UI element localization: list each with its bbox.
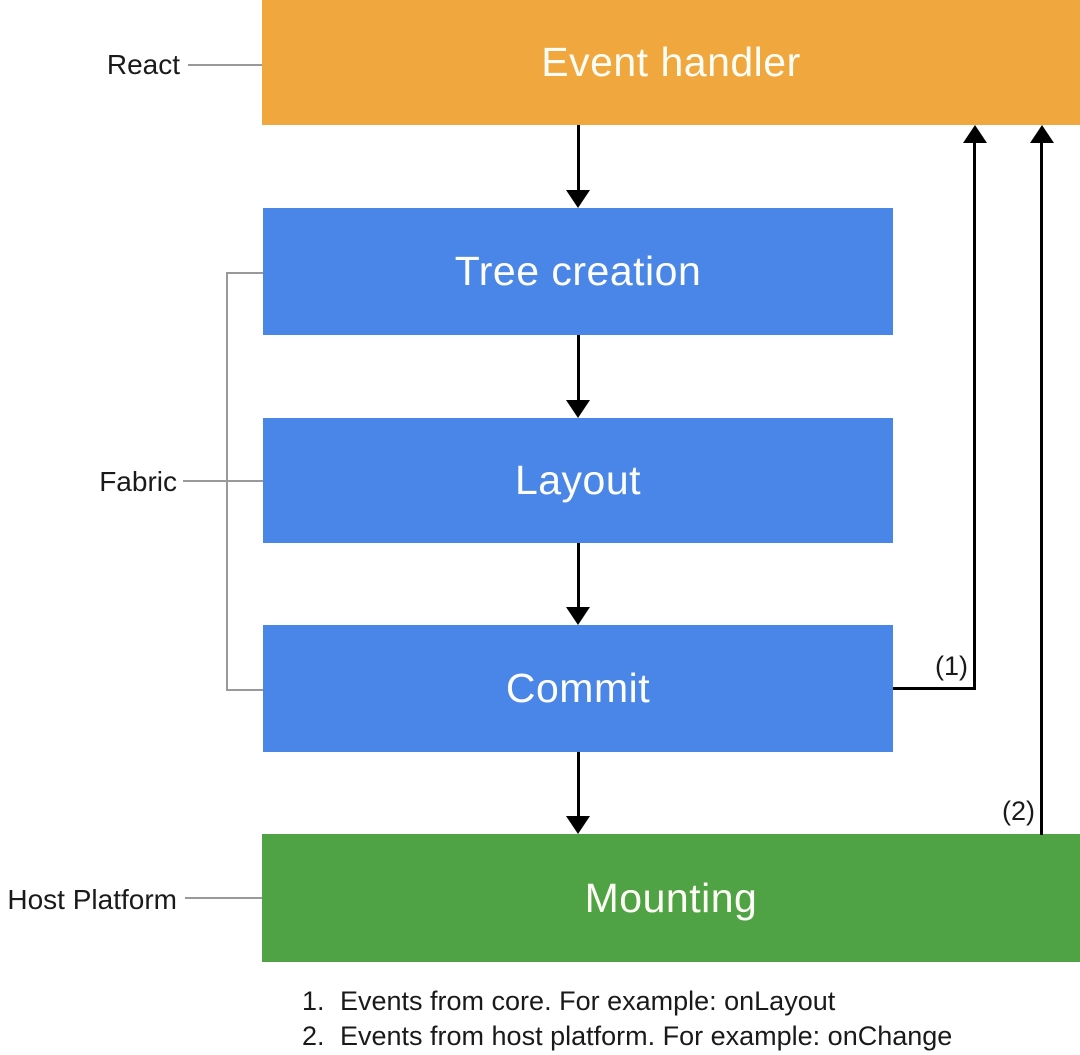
arrow-up-head-1-icon <box>963 125 987 143</box>
arrow-down-head-4-icon <box>566 816 590 834</box>
tree-creation-box: Tree creation <box>263 208 893 335</box>
footnote-2: 2. Events from host platform. For exampl… <box>302 1019 952 1054</box>
arrow-layout-to-commit-line <box>577 543 580 609</box>
mounting-box: Mounting <box>262 834 1080 962</box>
event-handler-label: Event handler <box>541 39 801 85</box>
event-handler-box: Event handler <box>262 0 1080 125</box>
arrow-down-head-2-icon <box>566 400 590 418</box>
commit-label: Commit <box>505 665 651 711</box>
fabric-connector-line <box>183 480 263 482</box>
host-platform-connector-line <box>185 897 262 899</box>
arrow-down-head-1-icon <box>566 190 590 208</box>
react-connector-line <box>188 64 262 66</box>
arrow-tree-to-layout-line <box>577 335 580 402</box>
arrow-mounting-feedback-vline <box>1040 141 1043 835</box>
arrow-commit-feedback-vline <box>973 141 976 690</box>
arrow-commit-feedback-hline <box>893 687 976 690</box>
layout-label: Layout <box>514 457 642 503</box>
host-platform-label: Host Platform <box>7 884 177 915</box>
fabric-label: Fabric <box>99 466 177 497</box>
tree-creation-label: Tree creation <box>454 248 702 294</box>
fabric-bracket-top-stub <box>226 272 263 274</box>
layout-box: Layout <box>263 418 893 543</box>
fabric-bracket-bottom-stub <box>226 689 263 691</box>
footnote-2-text: Events from host platform. For example: … <box>340 1021 953 1051</box>
mounting-label: Mounting <box>584 874 758 921</box>
arrow-down-head-3-icon <box>566 607 590 625</box>
react-label: React <box>106 49 180 80</box>
footnote-1: 1. Events from core. For example: onLayo… <box>302 984 952 1019</box>
callback-host-label: (2) <box>1002 796 1035 826</box>
footnote-2-number: 2. <box>302 1021 325 1051</box>
footnotes: 1. Events from core. For example: onLayo… <box>302 984 952 1054</box>
footnote-1-number: 1. <box>302 986 325 1016</box>
arrow-event-to-tree-line <box>577 125 580 192</box>
commit-box: Commit <box>263 625 893 752</box>
arrow-up-head-2-icon <box>1030 125 1054 143</box>
footnote-1-text: Events from core. For example: onLayout <box>340 986 836 1016</box>
arrow-commit-to-mounting-line <box>577 752 580 818</box>
callback-core-label: (1) <box>935 651 968 681</box>
fabric-bracket-vline <box>226 272 228 690</box>
